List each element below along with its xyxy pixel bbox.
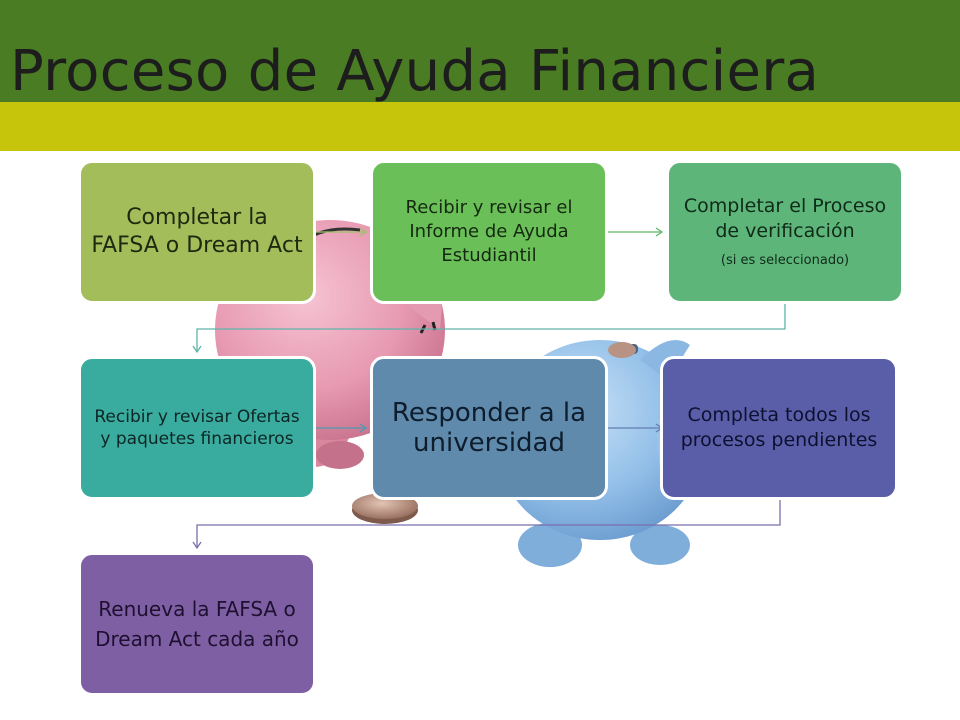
step-6-complete-pending: Completa todos los procesos pendientes [660, 356, 898, 500]
connector-6-7-arrowhead [192, 541, 202, 550]
page-title: Proceso de Ayuda Financiera [10, 39, 820, 104]
step-2-text: Recibir y revisar el Informe de Ayuda Es… [405, 197, 573, 266]
step-1-text: Completar la FAFSA o Dream Act [91, 205, 303, 258]
step-5-respond-university: Responder a la universidad [370, 356, 608, 500]
step-6-text: Completa todos los procesos pendientes [680, 404, 878, 451]
step-5-text: Responder a la universidad [391, 398, 587, 458]
header-olive-band [0, 102, 960, 151]
connector-3-4 [196, 303, 786, 352]
step-3-verification: Completar el Proceso de verificación (si… [666, 160, 904, 304]
header-green-band [0, 0, 960, 102]
connector-2-3-arrowhead [655, 227, 664, 237]
step-7-text: Renueva la FAFSA o Dream Act cada año [95, 597, 299, 651]
connector-1-2-arrowhead [359, 227, 368, 237]
step-4-review-offers: Recibir y revisar Ofertas y paquetes fin… [78, 356, 316, 500]
step-3-text: Completar el Proceso de verificación [683, 195, 887, 242]
connector-4-5-arrowhead [359, 423, 368, 433]
step-4-text: Recibir y revisar Ofertas y paquetes fin… [94, 407, 300, 449]
step-7-renew-fafsa: Renueva la FAFSA o Dream Act cada año [78, 552, 316, 696]
step-3-note: (si es seleccionado) [720, 253, 850, 268]
connector-6-7 [196, 500, 781, 548]
step-2-review-sar: Recibir y revisar el Informe de Ayuda Es… [370, 160, 608, 304]
connector-3-4-arrowhead [192, 345, 202, 354]
step-1-complete-fafsa: Completar la FAFSA o Dream Act [78, 160, 316, 304]
